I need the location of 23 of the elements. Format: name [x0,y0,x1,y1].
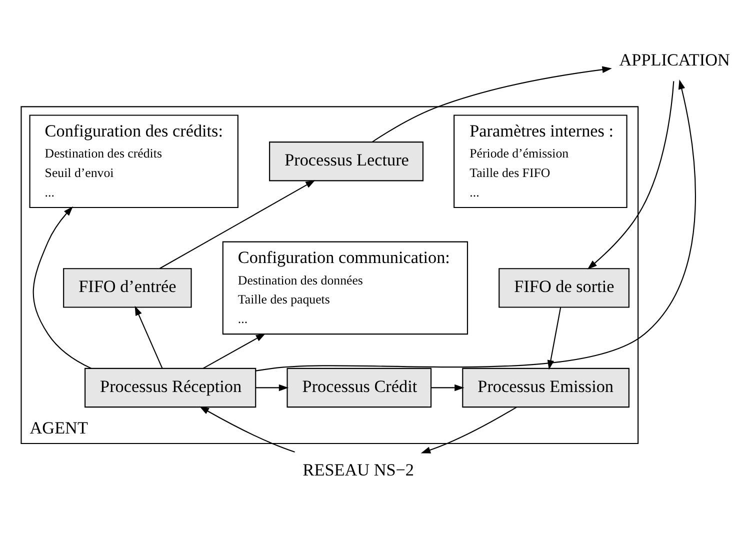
node-box: Processus Crédit [286,368,432,408]
arrow [199,406,295,453]
node-box: FIFO d’entrée [63,268,192,308]
node-box: Processus Emission [462,368,630,408]
arrow [159,180,316,269]
node-box: Configuration des crédits: Destination des crédits Seuil d’envoi ... [29,114,238,208]
node-box: Paramètres internes : Période d’émission Taille des FIFO ... [454,114,628,208]
node-box: Configuration communication: Destination des données Taille des paquets ... [222,241,468,335]
arrow [372,66,612,142]
arrow [202,333,266,369]
node-text: APPLICATION [619,50,730,70]
arrow [431,384,464,392]
arrow [256,384,289,392]
arrow [32,206,92,369]
arrow [587,81,674,270]
node-text: RESEAU NS−2 [302,460,414,480]
node-box: FIFO de sortie [498,268,630,308]
node-box: Processus Lecture [269,142,424,182]
arrow [256,79,696,372]
arrow [547,307,562,370]
arrow [420,406,517,454]
arrow [134,306,163,368]
node-box: Processus Réception [84,368,256,408]
